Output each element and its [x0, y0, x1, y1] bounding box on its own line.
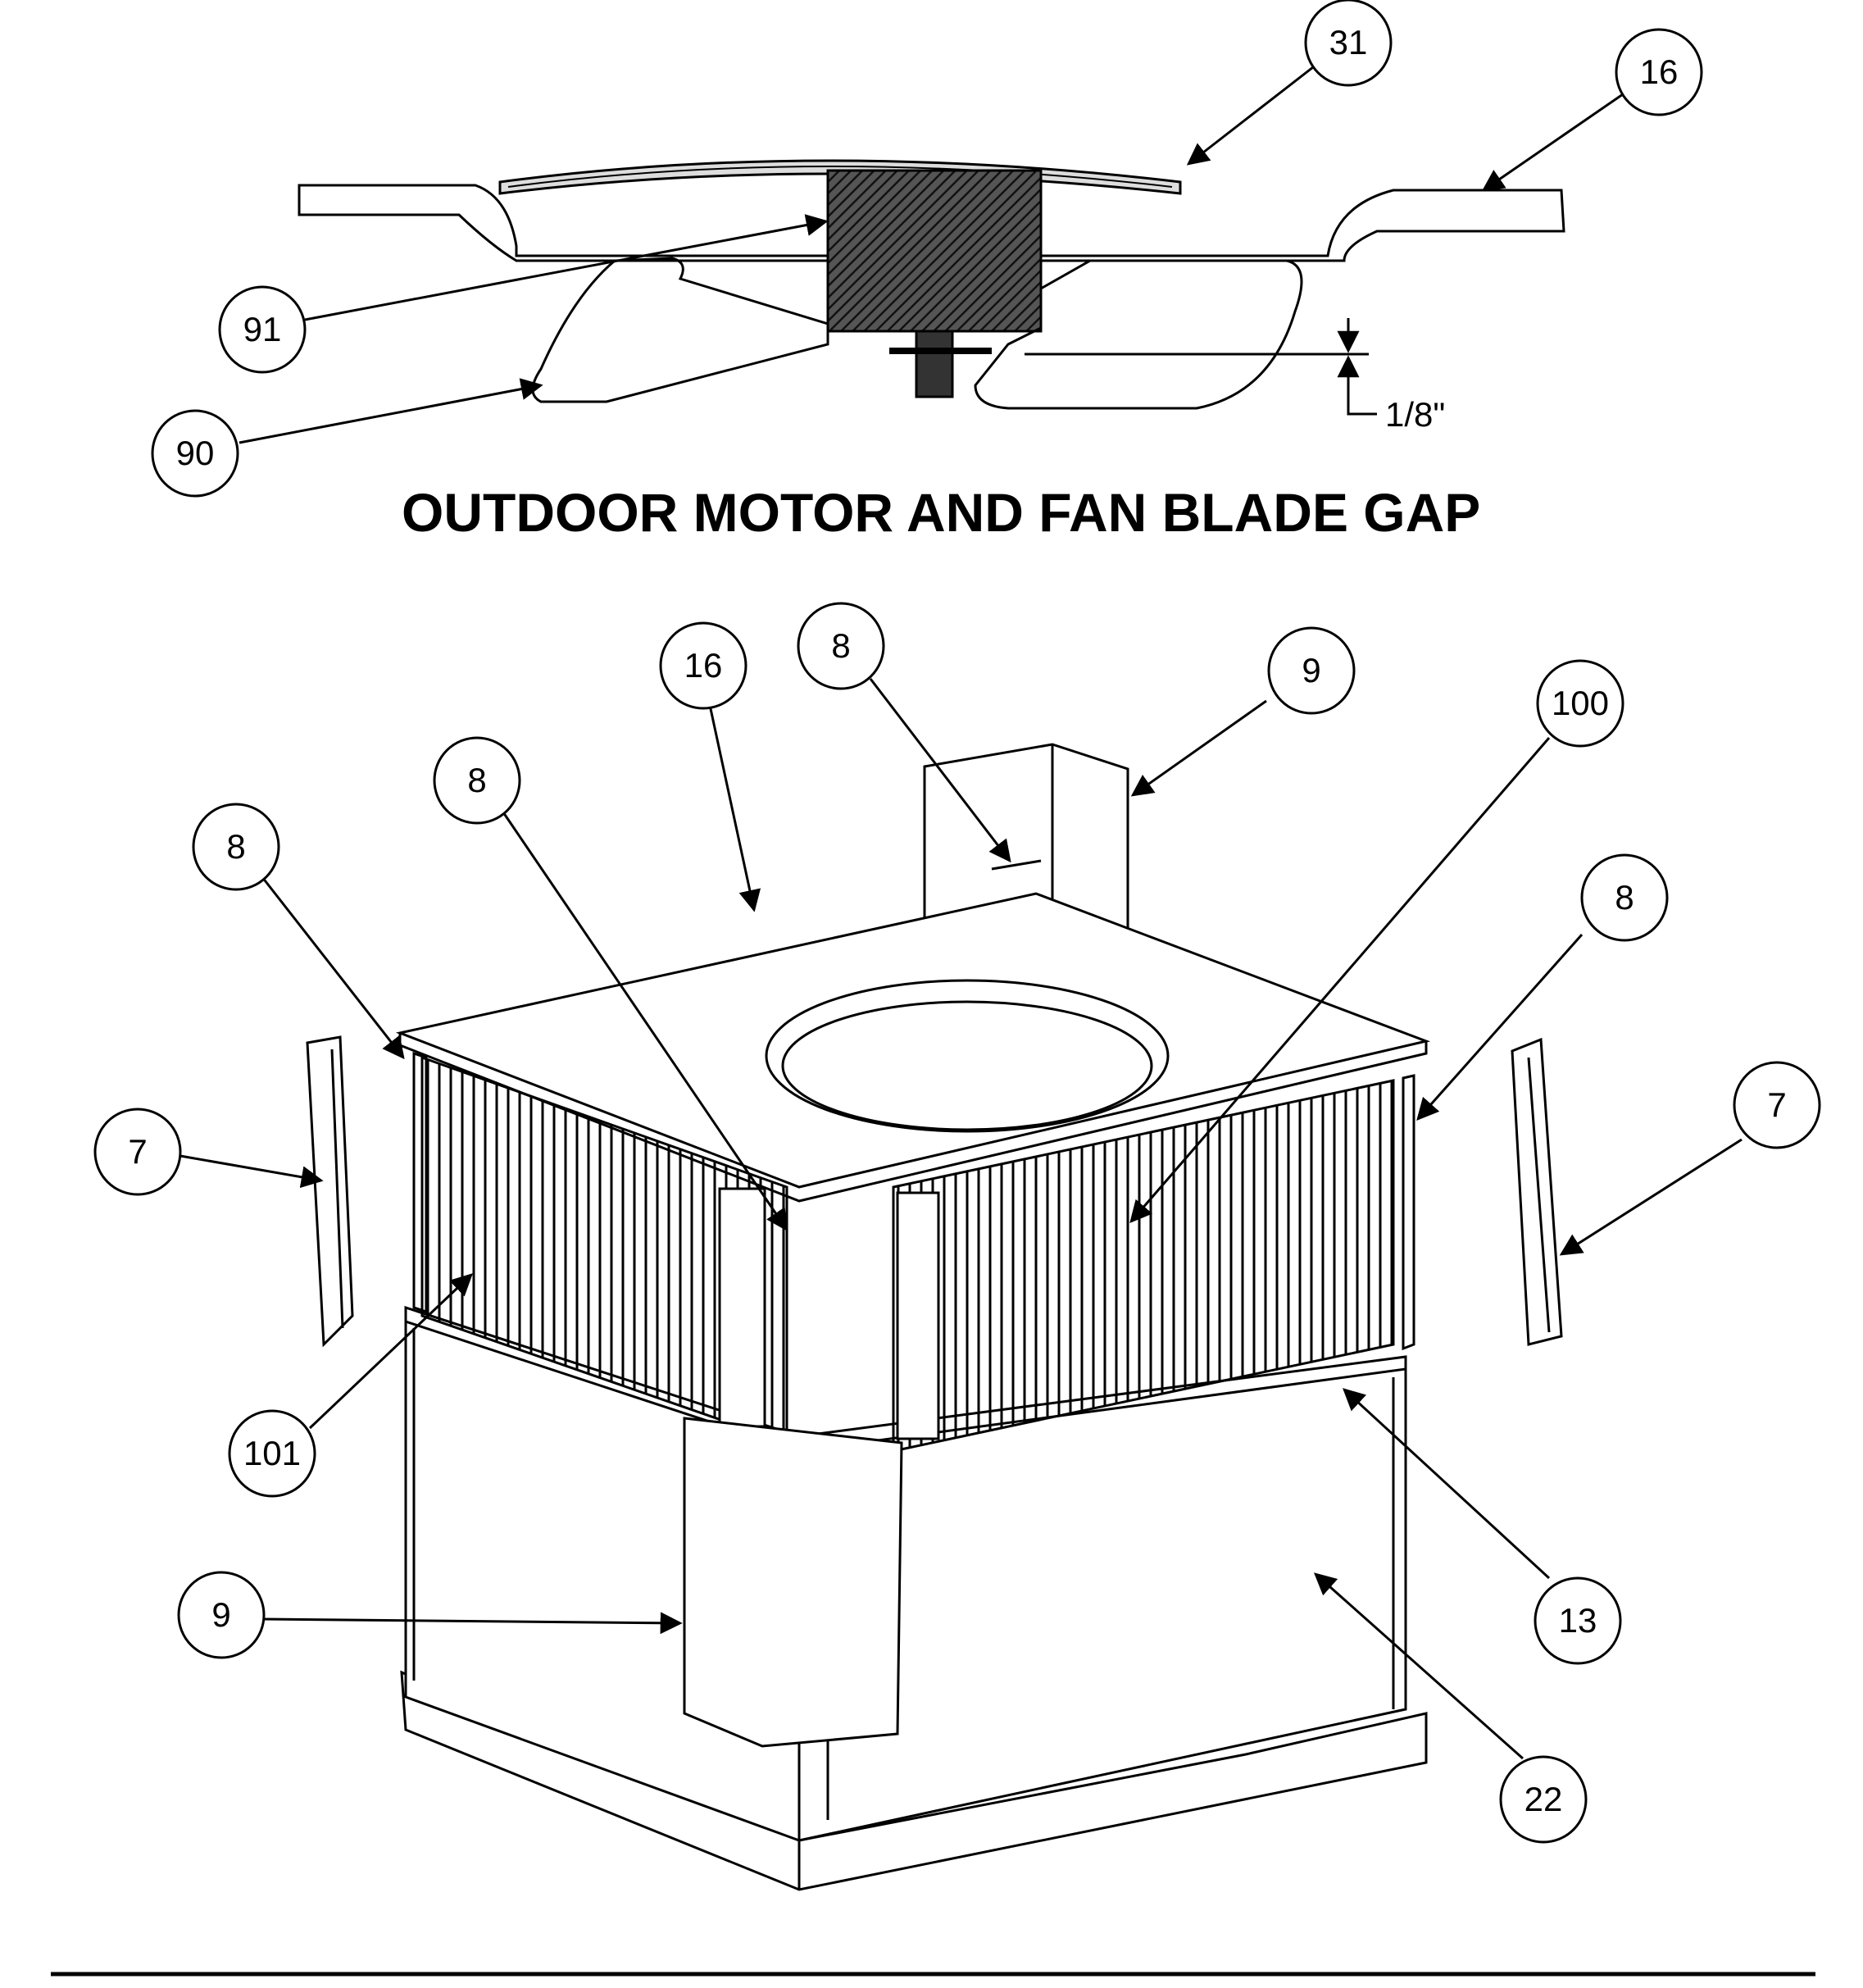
svg-text:22: 22 — [1524, 1780, 1563, 1818]
svg-text:8: 8 — [226, 827, 245, 866]
svg-text:8: 8 — [467, 761, 486, 799]
callout-100: 100 — [1536, 659, 1624, 748]
callout-8-b: 8 — [1580, 853, 1669, 942]
coil-tubing-left — [718, 1187, 766, 1428]
svg-text:9: 9 — [1302, 651, 1320, 689]
svg-text:100: 100 — [1552, 684, 1609, 722]
callout-13: 13 — [1534, 1576, 1622, 1665]
callout-16: 16 — [659, 621, 747, 710]
callout-22: 22 — [1499, 1755, 1588, 1844]
base-pan — [400, 1670, 1428, 1891]
callout-8-a: 8 — [797, 602, 885, 690]
fan-guard — [498, 159, 1182, 195]
svg-text:91: 91 — [243, 310, 282, 348]
svg-text:8: 8 — [1615, 878, 1634, 917]
diagram-title: OUTDOOR MOTOR AND FAN BLADE GAP — [402, 482, 1480, 543]
control-box-front — [683, 1417, 903, 1748]
svg-text:8: 8 — [831, 626, 850, 665]
callout-8-c: 8 — [433, 736, 521, 825]
motor-fan-detail — [298, 159, 1565, 416]
callout-90: 90 — [151, 409, 239, 498]
callout-31-top: 31 — [1304, 0, 1393, 87]
callout-91: 91 — [218, 285, 307, 374]
svg-text:7: 7 — [128, 1132, 147, 1171]
fan-motor — [826, 169, 1043, 333]
corner-post-right — [1511, 1037, 1563, 1346]
fan-opening — [765, 979, 1170, 1133]
svg-text:13: 13 — [1559, 1601, 1597, 1640]
callout-7-left: 7 — [93, 1108, 182, 1196]
svg-text:31: 31 — [1329, 23, 1368, 61]
svg-text:101: 101 — [243, 1434, 301, 1472]
callout-16-top: 16 — [1615, 28, 1703, 116]
callout-9-bottom: 9 — [177, 1571, 266, 1659]
fan-blade-left — [531, 257, 829, 403]
leader-lines — [179, 66, 1743, 1760]
motor-shaft — [915, 330, 954, 398]
coil-right — [892, 1079, 1395, 1453]
svg-text:7: 7 — [1767, 1085, 1786, 1124]
corner-post-left — [306, 1035, 354, 1348]
svg-text:16: 16 — [684, 646, 723, 685]
fan-blade-right — [974, 259, 1303, 410]
callout-8-d: 8 — [192, 803, 280, 891]
condenser-unit — [306, 743, 1563, 1891]
svg-text:16: 16 — [1640, 52, 1679, 91]
fan-orifice-panel — [298, 184, 1565, 262]
coil-tubing-right — [896, 1191, 940, 1440]
control-box-rear — [923, 743, 1129, 944]
callout-101: 101 — [228, 1409, 316, 1498]
svg-text:9: 9 — [211, 1595, 230, 1634]
svg-text:90: 90 — [176, 434, 215, 472]
callout-7-right: 7 — [1733, 1061, 1821, 1149]
callout-9-top: 9 — [1267, 626, 1356, 715]
gap-dimension-label: 1/8" — [1385, 395, 1445, 434]
